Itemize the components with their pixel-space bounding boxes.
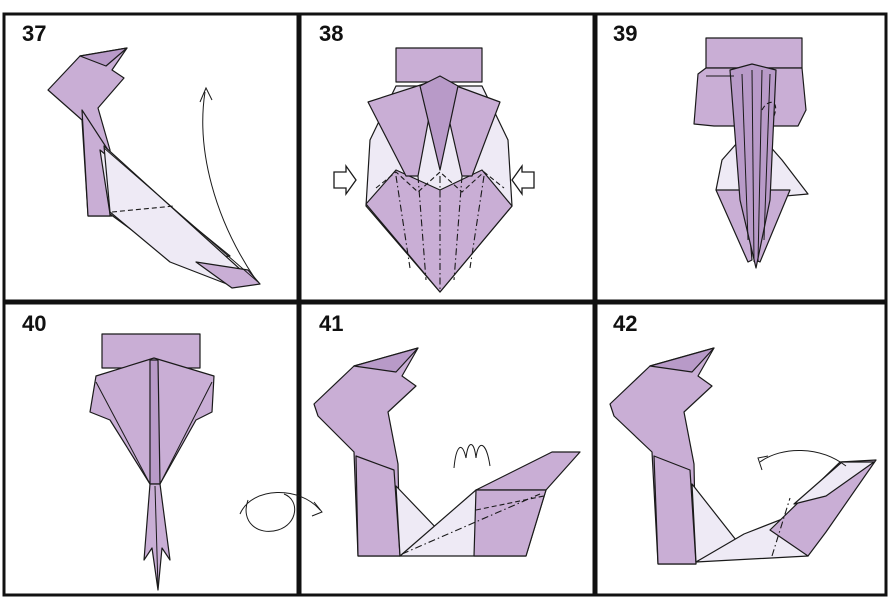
center-point (419, 75, 459, 171)
panel-frame-42 (594, 301, 888, 597)
mountain-fold-tail (771, 497, 791, 557)
turn-over-icon (239, 492, 321, 515)
turn-over-arrowhead (311, 501, 323, 517)
panel-frame-39 (594, 12, 888, 303)
neck-strip (653, 455, 697, 565)
fold-arrow-icon (202, 91, 257, 281)
valley-fold-zigzag (375, 171, 505, 193)
tail-inner-white (793, 461, 875, 505)
tail-center-line (154, 485, 159, 589)
push-arrow-icon (511, 163, 535, 197)
neck-strip (81, 109, 111, 217)
tail-tip (195, 261, 261, 289)
panel-grid (2, 12, 888, 597)
step-number-38: 38 (319, 21, 343, 46)
head-top-block (705, 37, 803, 69)
push-arrow-icon (333, 163, 357, 197)
mountain-fold-5 (469, 175, 485, 269)
pleat-line-4 (763, 73, 771, 241)
tail-front-panel (473, 489, 547, 557)
mountain-fold-1 (395, 175, 411, 269)
body-colored-edge (103, 145, 253, 287)
pleat-line-3 (757, 69, 763, 263)
head-tip (79, 47, 128, 67)
fold-arrow-head (199, 86, 213, 103)
valley-fold-tail (475, 495, 545, 511)
panel-frame-38 (298, 12, 596, 303)
step-number-41: 41 (319, 311, 343, 336)
body-lower-colored (365, 169, 513, 293)
pleat-mark-icon (453, 444, 491, 469)
step-37-figure (47, 47, 261, 289)
panel-frame-40 (2, 301, 300, 597)
step-40-figure (89, 333, 323, 591)
mountain-fold-4 (453, 175, 463, 281)
pleat-mark-icon (761, 101, 777, 117)
right-body-crease (159, 381, 213, 485)
step-38-figure (333, 47, 535, 293)
center-spine (149, 359, 161, 485)
turn-over-loop (245, 493, 295, 532)
head-tip (649, 347, 715, 373)
step-41-figure (313, 347, 581, 557)
pleat-line-2 (751, 69, 755, 263)
step-39-figure (693, 37, 809, 269)
tail-top-strip (475, 451, 581, 491)
mountain-fold-2 (417, 175, 427, 281)
left-body-crease (95, 381, 151, 485)
mountain-fold-diagonal (401, 493, 541, 555)
step-42-figure (609, 347, 877, 565)
step-number-40: 40 (22, 311, 46, 336)
step-number-42: 42 (613, 311, 637, 336)
body-edge-line (103, 147, 259, 283)
tail-flap (769, 459, 877, 557)
panel-frame-37 (2, 12, 300, 303)
neck-strip (355, 455, 401, 557)
fold-arrow-head (757, 455, 769, 471)
step-number-37: 37 (22, 21, 46, 46)
valley-fold-line (111, 205, 175, 213)
fold-arrow-icon (759, 450, 847, 467)
step-number-39: 39 (613, 21, 637, 46)
head-tip (353, 347, 419, 373)
panel-frame-41 (298, 301, 596, 597)
pleat-line-1 (741, 73, 749, 241)
